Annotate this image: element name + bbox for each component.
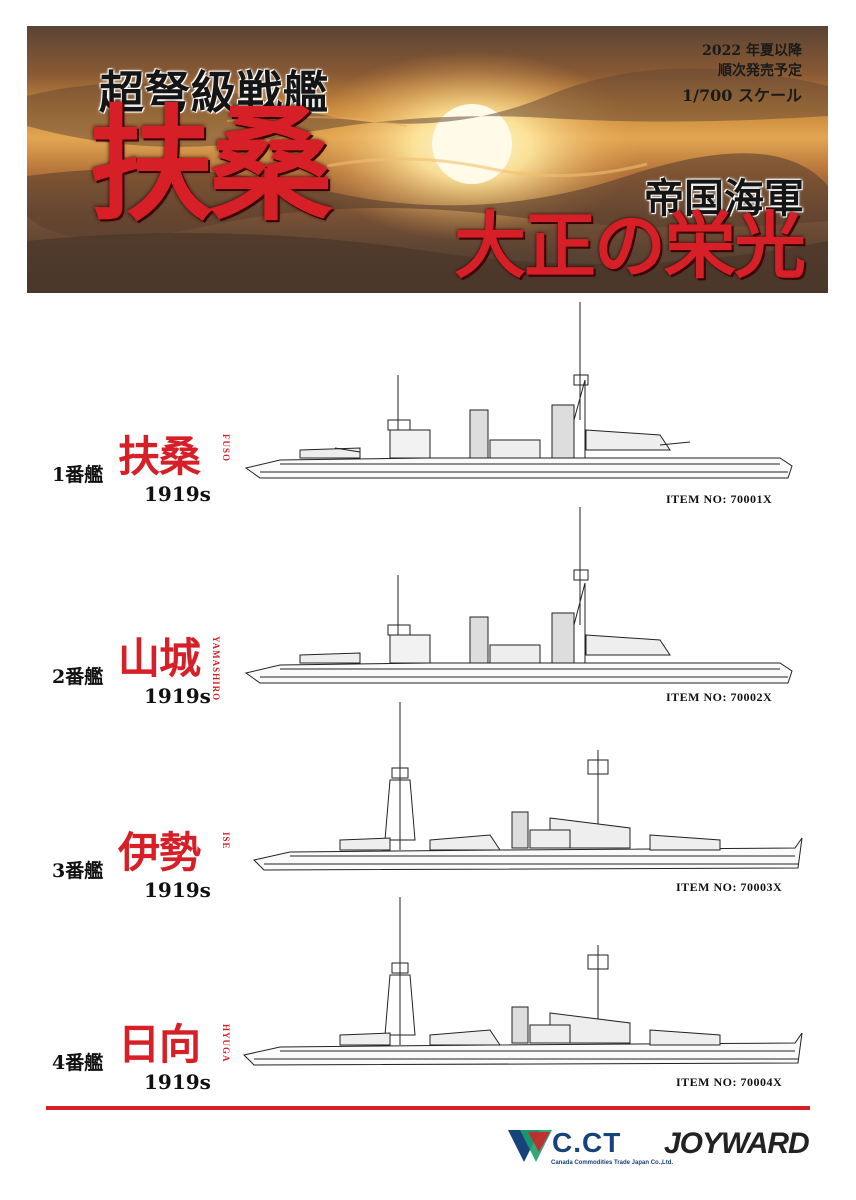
class-subtitle: 超弩級戦艦 — [99, 66, 330, 119]
title-banner: 超弩級戦艦 扶桑 2022 年夏以降 順次発売予定 1/700 スケール 帝国海… — [27, 26, 828, 293]
ship-romaji: YAMASHIRO — [211, 636, 221, 702]
cct-logo-mark — [508, 1130, 552, 1162]
navy-title: 帝国海軍 — [644, 175, 804, 222]
release-date: 2022 年夏以降 — [702, 43, 802, 59]
joyward-logo: JOYWARD — [664, 1127, 810, 1160]
ship-number: 3番艦 — [52, 860, 104, 882]
release-note: 順次発売予定 — [718, 63, 802, 79]
ship-number: 1番艦 — [52, 464, 104, 486]
ship-year: 1919s — [144, 684, 211, 708]
ship-name: 山城 — [118, 634, 201, 683]
ship-year: 1919s — [144, 878, 211, 902]
ship-romaji: ISE — [221, 832, 231, 850]
ship-number: 4番艦 — [52, 1052, 104, 1074]
item-number: ITEM NO: 70001X — [666, 492, 773, 506]
ship-profile-ise — [253, 702, 803, 871]
ship-year: 1919s — [144, 482, 211, 506]
cct-logo-text: C.CT — [552, 1127, 622, 1158]
sunset-sky-image — [27, 51, 828, 293]
motto-title: 大正の栄光 — [453, 203, 806, 288]
cct-company-name: Canada Commodities Trade Japan Co.,Ltd. — [551, 1160, 674, 1166]
ship-name: 伊勢 — [118, 828, 201, 877]
class-name-title: 扶桑 — [89, 93, 333, 238]
ship-year: 1919s — [144, 1070, 211, 1094]
ship-name: 扶桑 — [118, 432, 201, 481]
ship-profile-yamashiro — [244, 507, 793, 684]
footer-divider — [46, 1106, 810, 1110]
item-number: ITEM NO: 70002X — [666, 690, 773, 704]
ship-romaji: HYUGA — [221, 1024, 231, 1063]
ship-number: 2番艦 — [52, 666, 104, 688]
item-number: ITEM NO: 70003X — [676, 880, 783, 894]
ship-name: 日向 — [118, 1020, 201, 1069]
scale-label: 1/700 スケール — [682, 86, 802, 105]
ship-profile-fuso — [244, 302, 793, 479]
ship-profile-hyuga — [243, 897, 803, 1066]
item-number: ITEM NO: 70004X — [676, 1075, 783, 1089]
ship-romaji: FUSO — [221, 434, 231, 463]
